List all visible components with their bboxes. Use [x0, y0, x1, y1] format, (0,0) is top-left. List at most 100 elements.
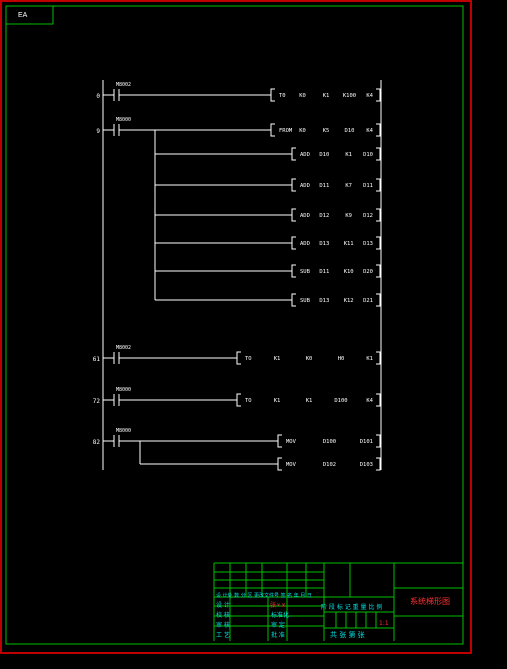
instruction-operand: D10: [345, 128, 355, 134]
instruction-operand: D13: [363, 241, 373, 247]
instruction-operand: K1: [345, 152, 352, 158]
instruction-operand: H0: [338, 356, 345, 362]
inner-drawing-border: [5, 5, 464, 645]
instruction-bracket-left: [270, 123, 275, 137]
instruction-operand: K4: [366, 128, 373, 134]
sheet-tag-box: [5, 5, 54, 25]
instruction-bracket-right: [376, 434, 381, 448]
instruction-operand: D100: [334, 398, 347, 404]
instruction-operand: D21: [363, 298, 373, 304]
title-header-row: 设 计处 数 分 区 更改文件号 签 名 年 月 日: [216, 593, 312, 599]
instruction-bracket-left: [236, 351, 241, 365]
instruction-operand: K10: [344, 269, 354, 275]
instruction-bracket-right: [376, 178, 381, 192]
instruction-operand: K7: [345, 183, 352, 189]
sheet-tag: EA: [18, 12, 28, 19]
instruction-bracket-right: [376, 393, 381, 407]
instruction-operand: ADD: [300, 213, 310, 219]
instruction-operand: TO: [245, 398, 252, 404]
tb-label-audit: 审 定: [271, 622, 285, 629]
instruction-operand: K9: [345, 213, 352, 219]
contact-label: M8000: [116, 117, 131, 123]
rung-step-number: 82: [93, 439, 101, 446]
tb-sheet-row: 共 张 第 张: [330, 631, 365, 639]
instruction-operand: D13: [319, 298, 329, 304]
contact-label: M8000: [116, 387, 131, 393]
instruction-bracket-left: [291, 264, 296, 278]
instruction-operand: D12: [363, 213, 373, 219]
rung-step-number: 0: [96, 93, 100, 100]
tb-scale: 1:1: [379, 620, 389, 627]
instruction-operand: SUB: [300, 269, 311, 275]
tb-label-review: 审 核: [216, 622, 230, 629]
instruction-operand: K4: [366, 398, 373, 404]
instruction-bracket-right: [376, 88, 381, 102]
rung-step-number: 72: [93, 398, 101, 405]
instruction-operand: D10: [319, 152, 329, 158]
contact-label: M8000: [116, 428, 131, 434]
instruction-operand: D103: [360, 462, 373, 468]
instruction-bracket-right: [376, 351, 381, 365]
instruction-bracket-right: [376, 264, 381, 278]
instruction-operand: K12: [344, 298, 354, 304]
tb-designer-name: 张××: [270, 602, 287, 609]
instruction-operand: K100: [343, 93, 356, 99]
instruction-operand: K1: [366, 356, 373, 362]
instruction-operand: D11: [319, 269, 329, 275]
instruction-operand: D13: [319, 241, 329, 247]
instruction-operand: K0: [299, 93, 306, 99]
instruction-bracket-right: [376, 147, 381, 161]
drawing-title: 系统梯形图: [410, 597, 450, 606]
instruction-bracket-left: [291, 147, 296, 161]
instruction-bracket-right: [376, 236, 381, 250]
tb-label-design: 设 计: [216, 602, 230, 609]
tb-label-process: 工 艺: [216, 632, 230, 639]
instruction-operand: D11: [363, 183, 373, 189]
instruction-bracket-right: [376, 457, 381, 471]
instruction-operand: D102: [323, 462, 336, 468]
instruction-operand: K1: [306, 398, 313, 404]
instruction-bracket-right: [376, 208, 381, 222]
instruction-bracket-left: [277, 457, 282, 471]
instruction-operand: D12: [319, 213, 329, 219]
instruction-operand: TO: [245, 356, 252, 362]
instruction-operand: MOV: [286, 462, 297, 468]
instruction-bracket-left: [291, 236, 296, 250]
instruction-bracket-left: [236, 393, 241, 407]
instruction-operand: D101: [360, 439, 373, 445]
instruction-operand: K1: [274, 356, 281, 362]
instruction-bracket-right: [376, 293, 381, 307]
instruction-bracket-right: [376, 123, 381, 137]
instruction-operand: T0: [279, 93, 286, 99]
instruction-operand: K1: [274, 398, 281, 404]
title-block: [213, 562, 463, 641]
instruction-operand: ADD: [300, 183, 310, 189]
instruction-operand: SUB: [300, 298, 311, 304]
instruction-operand: K4: [366, 93, 373, 99]
instruction-bracket-left: [291, 293, 296, 307]
instruction-operand: K11: [344, 241, 354, 247]
tb-label-approve: 批 准: [271, 632, 285, 639]
instruction-operand: ADD: [300, 241, 310, 247]
instruction-bracket-left: [270, 88, 275, 102]
instruction-operand: K1: [323, 93, 330, 99]
outer-sheet-border: [0, 0, 472, 654]
contact-label: M8002: [116, 82, 131, 88]
instruction-operand: K5: [323, 128, 330, 134]
instruction-bracket-left: [291, 178, 296, 192]
rung-step-number: 61: [93, 356, 101, 363]
tb-right-header: 阶 段 标 记 重 量 比 例: [321, 604, 383, 611]
instruction-operand: D100: [323, 439, 336, 445]
instruction-operand: K0: [306, 356, 313, 362]
instruction-bracket-left: [291, 208, 296, 222]
rung-step-number: 9: [96, 128, 100, 135]
tb-label-standard: 标准化: [271, 612, 290, 619]
instruction-operand: D10: [363, 152, 373, 158]
instruction-operand: D20: [363, 269, 373, 275]
instruction-operand: ADD: [300, 152, 310, 158]
instruction-operand: K0: [299, 128, 306, 134]
instruction-operand: D11: [319, 183, 329, 189]
instruction-bracket-left: [277, 434, 282, 448]
